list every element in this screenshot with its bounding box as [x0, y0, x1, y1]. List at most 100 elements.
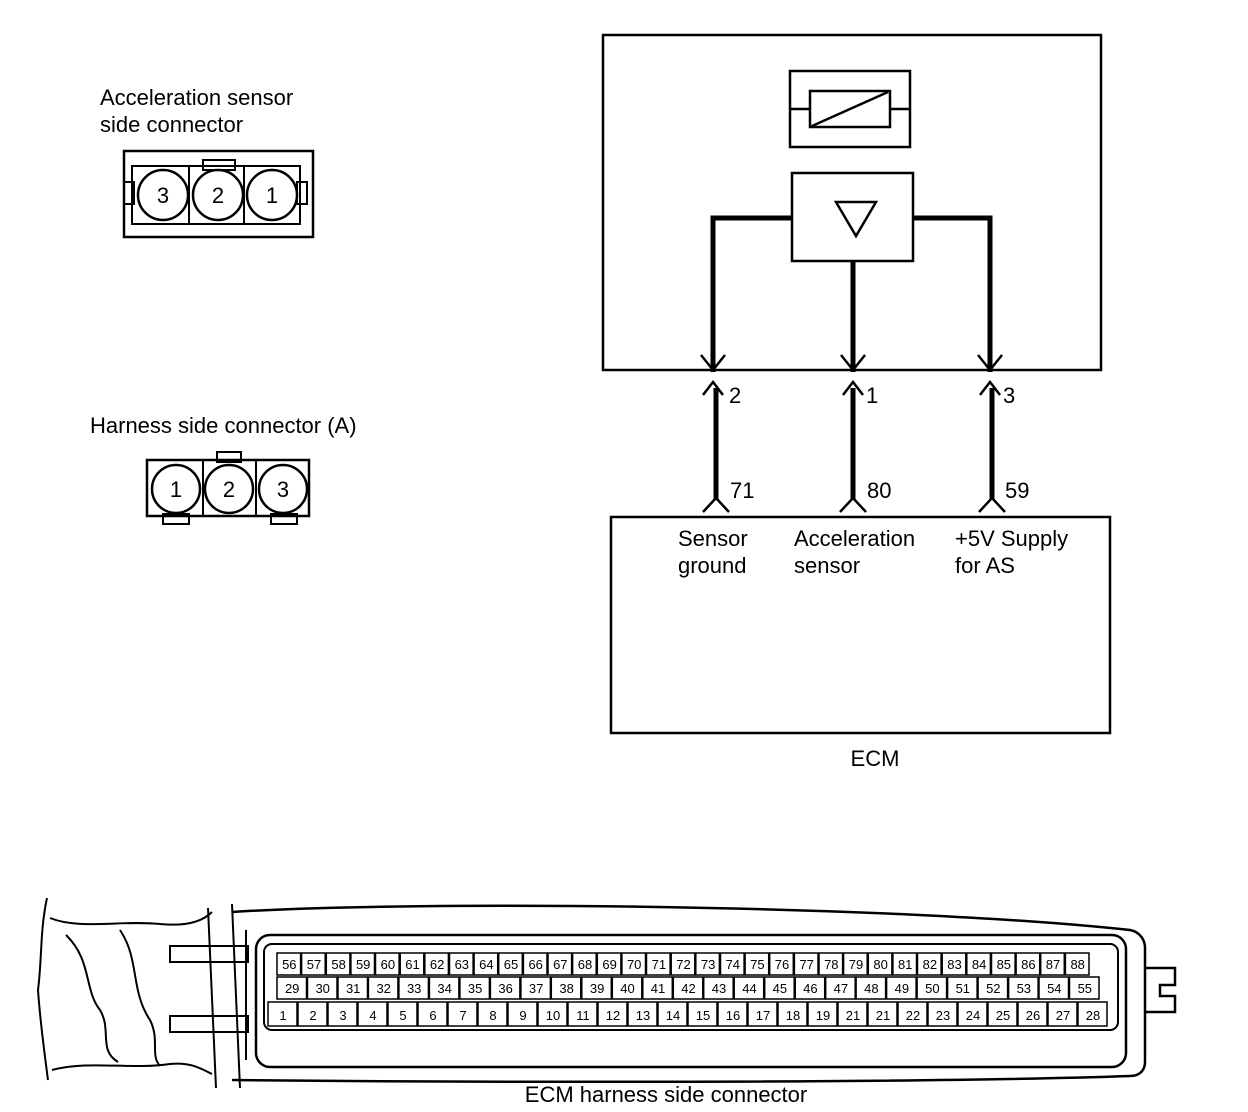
ecm-terminal-label-line2: for AS	[955, 553, 1015, 578]
ecm-pin-number: 22	[906, 1008, 920, 1023]
ecm-pin-cell	[717, 1001, 748, 1027]
connector-chevron-icon	[842, 379, 864, 396]
piezo-element-icon	[788, 69, 912, 149]
connector-chevron-icon	[702, 496, 730, 513]
ecm-pin-cell	[306, 976, 338, 1000]
ecm-pin-number: 12	[606, 1008, 620, 1023]
harness-connector-title: Harness side connector (A)	[90, 413, 357, 438]
ecm-pin-cell	[733, 976, 765, 1000]
ecm-pin-number: 40	[620, 981, 634, 996]
harness-clamp-bottom	[169, 1015, 249, 1033]
wire-sensor-ground: 2 71 Sensor ground	[678, 354, 754, 578]
ecm-pin-number: 50	[925, 981, 939, 996]
ecm-connector-caption: ECM harness side connector	[525, 1082, 807, 1107]
ecm-pin-number: 33	[407, 981, 421, 996]
ecm-pin-number: 79	[849, 957, 863, 972]
ecm-pin-number: 53	[1017, 981, 1031, 996]
ecm-pin-number: 36	[498, 981, 512, 996]
wire-acceleration-sensor: 1 80 Acceleration sensor	[794, 354, 915, 578]
ecm-pin-number: 45	[773, 981, 787, 996]
ecm-pin-number: 74	[726, 957, 740, 972]
ecm-pin-cell	[567, 1001, 598, 1027]
ecm-pin-cell	[777, 1001, 808, 1027]
ecm-pin-cell	[611, 976, 643, 1000]
sensor-pin-number: 2	[729, 383, 741, 408]
ecm-pin-cell	[855, 976, 887, 1000]
amplifier-icon	[790, 171, 915, 263]
ecm-pin-cell	[325, 952, 351, 976]
ecm-pin-number: 51	[956, 981, 970, 996]
ecm-pin-cell	[459, 976, 491, 1000]
sensor-side-connector: Acceleration sensor side connector 3 2 1	[100, 85, 315, 239]
ecm-pin-cell	[374, 952, 400, 976]
ecm-pin-cell	[747, 1001, 778, 1027]
ecm-pin-cell	[621, 952, 647, 976]
ecm-pin-cell	[477, 1001, 508, 1027]
ecm-pin-cell	[794, 976, 826, 1000]
ecm-pin-number: 13	[636, 1008, 650, 1023]
ecm-pin-cell	[916, 976, 948, 1000]
ecm-box	[609, 515, 1112, 735]
ecm-terminal-label-line1: +5V Supply	[955, 526, 1068, 551]
sensor-connector-tab-right	[296, 181, 308, 205]
ecm-pin-number: 75	[750, 957, 764, 972]
ecm-pin-cell	[695, 952, 721, 976]
acceleration-sensor-block	[601, 33, 1103, 372]
ecm-pin-cell	[1068, 976, 1100, 1000]
harness-clamp-top	[169, 945, 249, 963]
ecm-pin-number: 86	[1021, 957, 1035, 972]
ecm-pin-cell	[550, 976, 582, 1000]
wire-bundle	[36, 897, 241, 1089]
sensor-pin-circle	[136, 168, 190, 222]
ecm-pin-cell	[719, 952, 745, 976]
ecm-pin-number: 81	[898, 957, 912, 972]
ecm-pin-number: 35	[468, 981, 482, 996]
ecm-pin-cell	[547, 952, 573, 976]
ecm-pin-number: 80	[873, 957, 887, 972]
ecm-pin-cell	[645, 952, 671, 976]
sensor-pin-circle	[191, 168, 245, 222]
ecm-pin-cell	[657, 1001, 688, 1027]
ecm-pin-number: 46	[803, 981, 817, 996]
ecm-pin-number: 78	[824, 957, 838, 972]
ecm-pin-cell	[276, 952, 302, 976]
ecm-pin-cell	[941, 952, 967, 976]
ecm-pin-cell	[977, 976, 1009, 1000]
ecm-pin-number: 68	[578, 957, 592, 972]
ecm-pin-cell	[489, 976, 521, 1000]
ecm-pin-number: 80	[867, 478, 891, 503]
ecm-pin-number: 1	[279, 1008, 286, 1023]
ecm-pin-number: 19	[816, 1008, 830, 1023]
ecm-pin-number: 30	[315, 981, 329, 996]
ecm-pin-number: 25	[996, 1008, 1010, 1023]
ecm-pin-cell	[267, 1001, 298, 1027]
ecm-pin-cell	[987, 1001, 1018, 1027]
ecm-pin-cell	[581, 976, 613, 1000]
ecm-pin-cell	[597, 1001, 628, 1027]
ecm-pin-cell	[763, 976, 795, 1000]
ecm-pin-number: 55	[1078, 981, 1092, 996]
ecm-pin-cell	[424, 952, 450, 976]
ecm-pin-number: 6	[429, 1008, 436, 1023]
ecm-pin-number: 32	[376, 981, 390, 996]
ecm-pin-cell	[807, 1001, 838, 1027]
sensor-pin-label: 1	[266, 183, 278, 208]
ecm-pin-cell	[276, 976, 308, 1000]
ecm-pin-cell	[473, 952, 499, 976]
harness-pin-circle	[203, 463, 255, 515]
ecm-pin-cell	[387, 1001, 418, 1027]
ecm-pin-cell	[1038, 976, 1070, 1000]
ecm-pin-number: 82	[923, 957, 937, 972]
ecm-pin-number: 57	[307, 957, 321, 972]
ecm-pin-cell	[768, 952, 795, 976]
ecm-pin-number: 11	[576, 1008, 590, 1023]
ecm-pin-number: 66	[528, 957, 542, 972]
ecm-pin-cell	[702, 976, 734, 1000]
ecm-pin-cell	[927, 1001, 958, 1027]
ecm-pin-cell	[1039, 952, 1066, 976]
ecm-pin-cell	[300, 952, 326, 976]
ecm-label: ECM	[851, 746, 900, 771]
ecm-pin-number: 31	[346, 981, 360, 996]
sensor-connector-title-line1: Acceleration sensor	[100, 85, 293, 110]
ecm-pin-cell	[1007, 976, 1039, 1000]
